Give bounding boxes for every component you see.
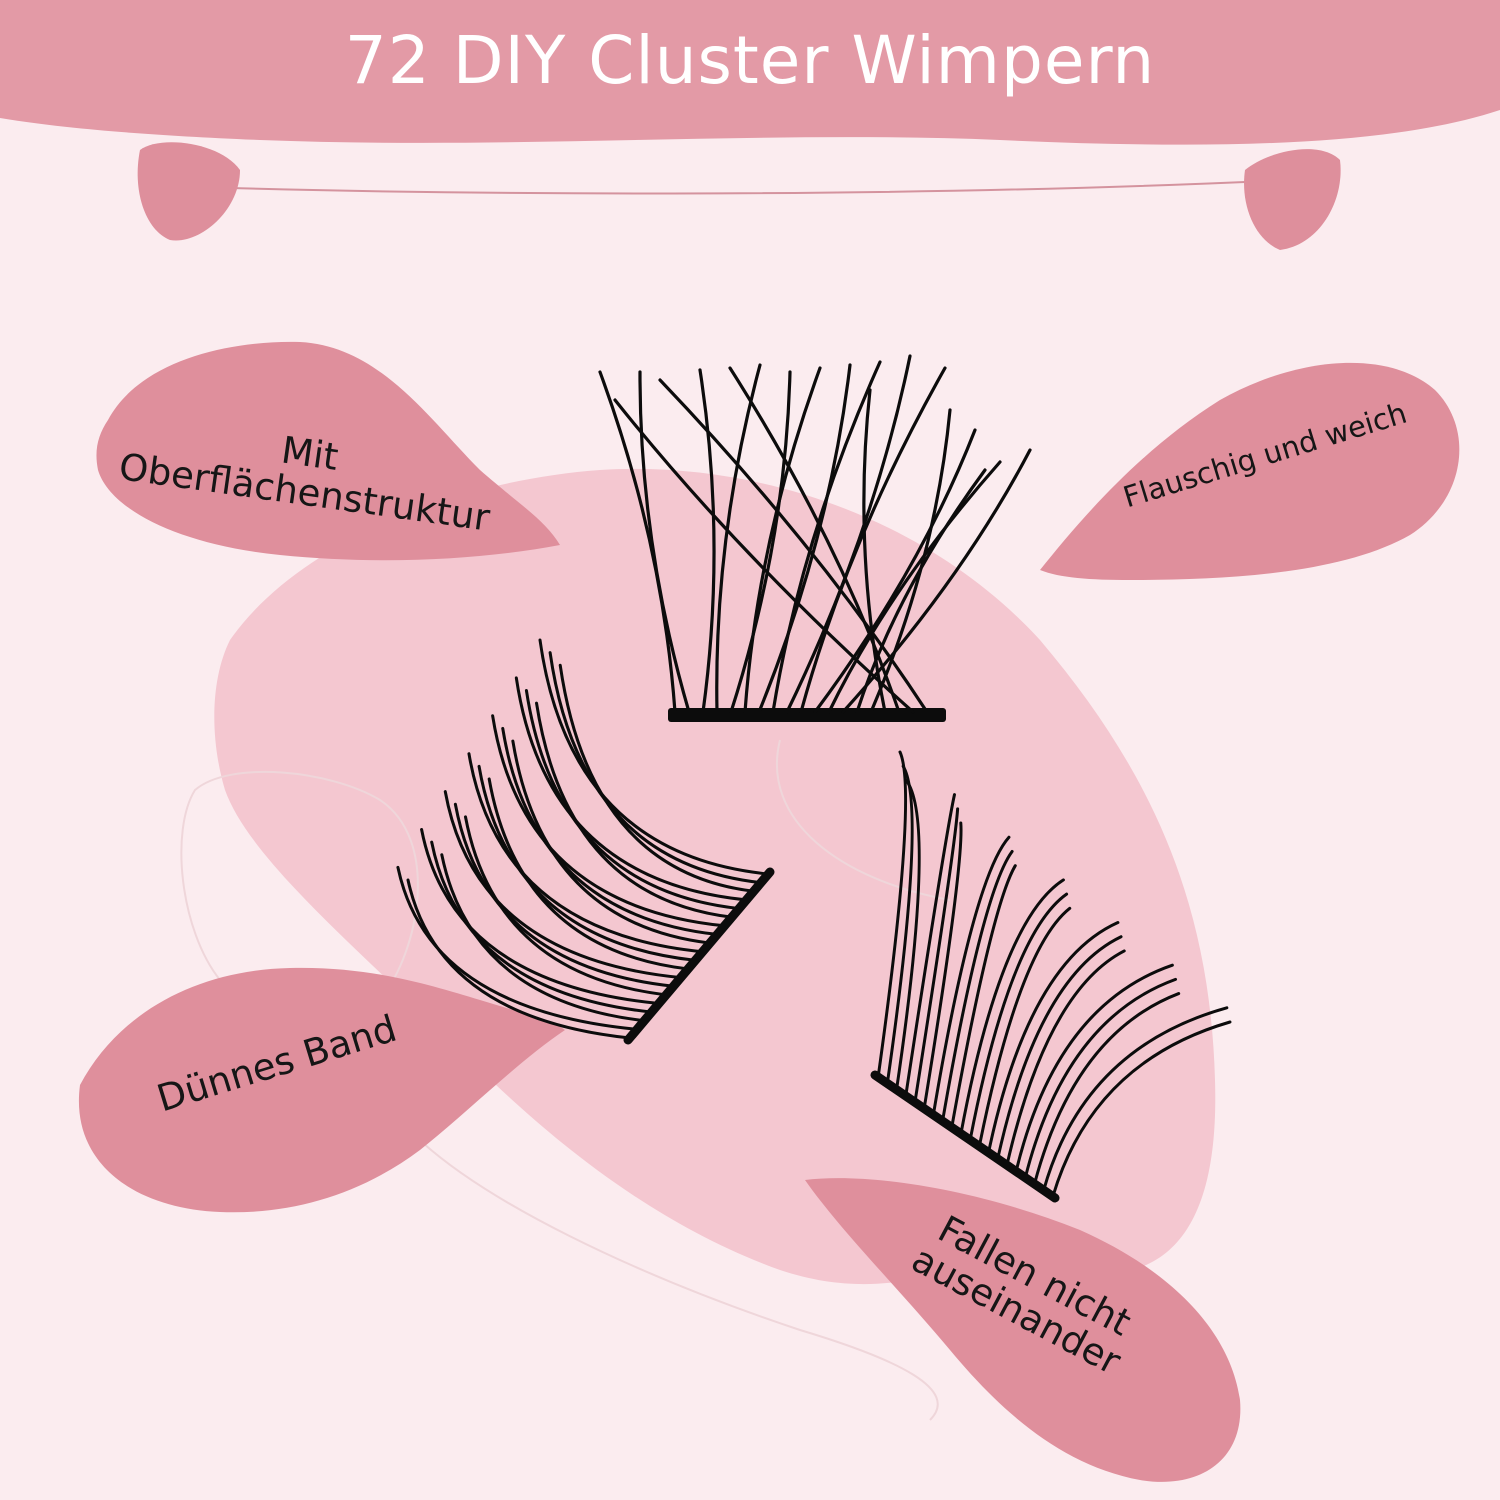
- lash-strand: [501, 726, 719, 936]
- lash-strand: [443, 790, 683, 980]
- lash-strand: [977, 906, 1072, 1148]
- lash-strand: [968, 892, 1069, 1142]
- lash-strand: [453, 802, 676, 988]
- lash-strand: [950, 864, 1017, 1130]
- curled-lash-cluster-right: [870, 750, 1232, 1203]
- lash-strand: [987, 921, 1120, 1155]
- lash-strand: [841, 448, 1032, 714]
- lash-strand: [715, 363, 762, 714]
- lash-strand: [743, 366, 822, 714]
- banner-string: [139, 177, 1331, 195]
- banner-pendant-right: [1244, 149, 1341, 250]
- callout-bubble-fluffy: [1040, 362, 1460, 580]
- lash-strand: [558, 663, 755, 893]
- banner-pendant-left: [137, 142, 240, 241]
- lash-strand: [904, 793, 956, 1099]
- lash-strand: [799, 366, 947, 714]
- lash-strand: [491, 714, 726, 928]
- straight-lash-cluster: [598, 354, 1032, 722]
- lash-strand: [463, 815, 668, 997]
- lash-strand: [598, 370, 677, 714]
- lash-strand: [1042, 1006, 1229, 1192]
- lash-strand: [396, 865, 639, 1031]
- lash-strand: [1005, 949, 1126, 1167]
- lash-strand: [638, 370, 691, 714]
- lash-strand: [827, 460, 1002, 714]
- lash-strand: [931, 835, 1011, 1117]
- lash-strand: [1051, 1020, 1232, 1198]
- lash-strand: [869, 408, 952, 714]
- lash-strand: [862, 388, 887, 714]
- lash-strand: [757, 363, 852, 714]
- callout-bubble-no-fall-apart: [805, 1178, 1241, 1482]
- lash-strand: [1033, 992, 1181, 1186]
- lash-strand: [728, 366, 901, 714]
- lash-strand: [785, 354, 912, 714]
- lash-strand: [430, 840, 654, 1014]
- lash-strand: [538, 638, 770, 876]
- curled-lash-cluster-left: [396, 638, 775, 1045]
- lash-strand: [894, 778, 921, 1092]
- lash-strand: [477, 764, 697, 962]
- lash-strand: [548, 651, 763, 885]
- lash-strand: [1014, 963, 1174, 1173]
- lash-strand: [420, 827, 661, 1005]
- lash-strand: [913, 807, 960, 1105]
- lash-strand: [511, 739, 712, 945]
- lash-strand: [922, 821, 963, 1111]
- lash-strand: [406, 878, 632, 1040]
- lash-strand: [698, 368, 716, 714]
- center-blob: [214, 468, 1216, 1285]
- lash-strand: [535, 701, 734, 919]
- header-banner: [0, 0, 1500, 145]
- lash-strand: [514, 676, 748, 902]
- lash-strand: [1023, 977, 1178, 1179]
- lash-strand: [658, 378, 929, 714]
- lash-strand: [771, 360, 882, 714]
- lash-strand: [440, 853, 647, 1023]
- lash-strand: [613, 398, 915, 714]
- lash-strand: [813, 428, 977, 714]
- lash-strand: [467, 752, 705, 954]
- lash-strand: [940, 849, 1014, 1123]
- lash-strand: [996, 935, 1123, 1161]
- callout-bubble-surface: [96, 341, 560, 561]
- page-title: 72 DIY Cluster Wimpern: [344, 22, 1156, 99]
- lash-strand: [855, 468, 987, 714]
- outline-shape-bottom: [399, 1119, 939, 1421]
- lash-strand: [959, 878, 1065, 1136]
- lash-strand: [729, 370, 792, 714]
- lash-strand: [524, 689, 741, 911]
- lash-band: [668, 708, 946, 722]
- lash-strand: [487, 777, 690, 971]
- callout-bubble-thin-band: [78, 967, 565, 1213]
